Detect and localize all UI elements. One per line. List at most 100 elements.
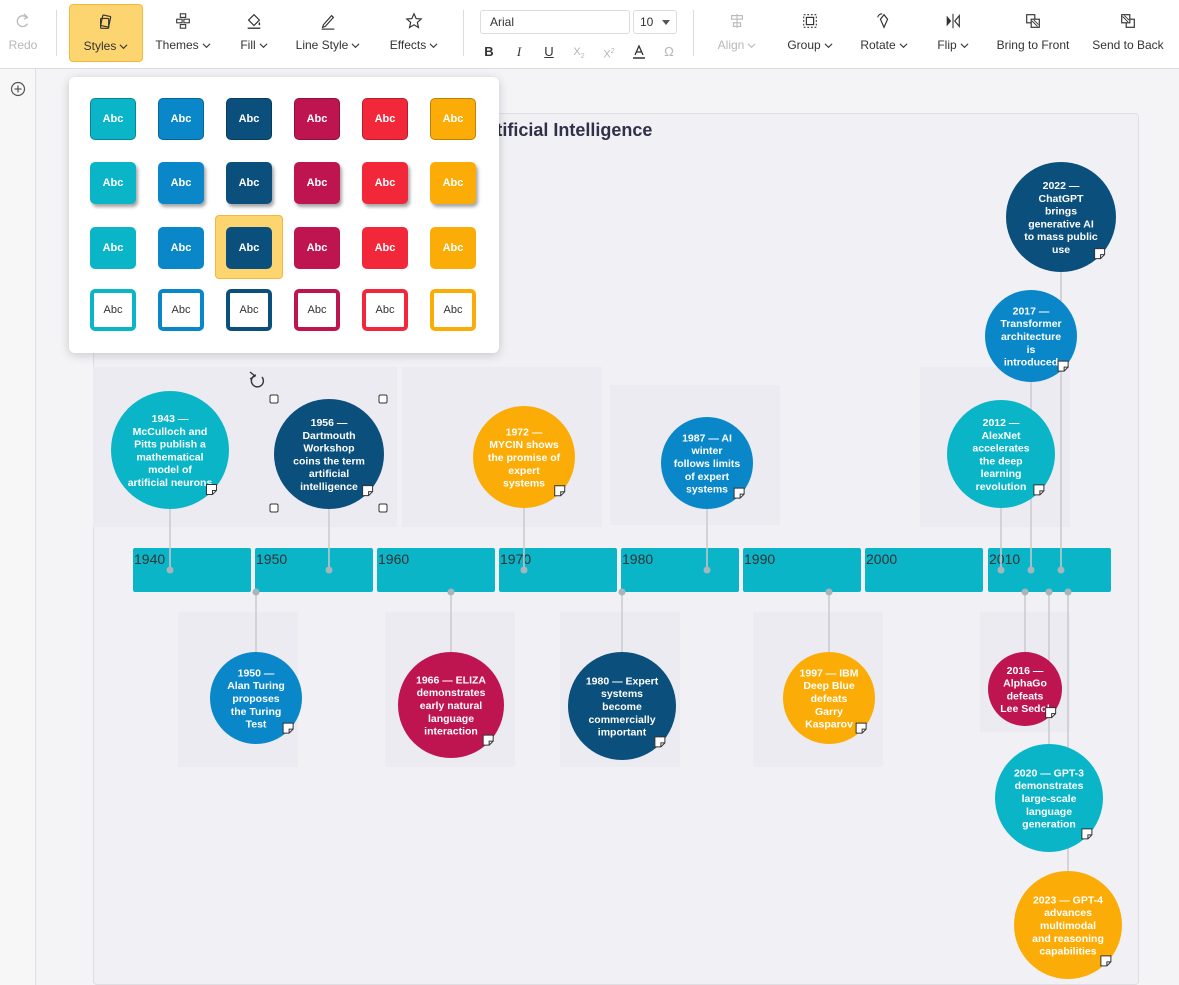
italic-button[interactable]: I xyxy=(516,44,522,59)
note-icon[interactable] xyxy=(282,722,294,734)
style-swatch[interactable]: Abc xyxy=(430,162,476,204)
style-swatch[interactable]: Abc xyxy=(90,289,136,331)
style-swatch[interactable]: Abc xyxy=(294,289,340,331)
style-swatch[interactable]: Abc xyxy=(362,98,408,140)
font-family-select[interactable]: Arial xyxy=(480,10,630,34)
note-icon[interactable] xyxy=(654,736,666,748)
note-icon[interactable] xyxy=(1045,707,1057,719)
event-bubble[interactable] xyxy=(274,399,384,509)
style-swatch[interactable]: Abc xyxy=(226,162,272,204)
styles-button[interactable]: Styles xyxy=(69,4,143,62)
decade-bar[interactable] xyxy=(499,548,617,592)
decade-bar[interactable] xyxy=(743,548,861,592)
event-label-line: generation xyxy=(1022,819,1076,831)
note-icon[interactable] xyxy=(1057,360,1069,372)
note-icon[interactable] xyxy=(1033,484,1045,496)
note-icon[interactable] xyxy=(482,734,494,746)
event-bubble[interactable] xyxy=(111,391,229,509)
selection-handle[interactable] xyxy=(269,503,279,513)
style-swatch[interactable]: Abc xyxy=(226,227,272,269)
event-bubble[interactable] xyxy=(473,406,575,508)
event-bubble[interactable] xyxy=(988,652,1062,726)
style-swatch[interactable]: Abc xyxy=(430,98,476,140)
event-bubble[interactable] xyxy=(783,652,875,744)
note-icon[interactable] xyxy=(855,722,867,734)
event-bubble[interactable] xyxy=(985,290,1077,382)
bring-to-front-icon xyxy=(1022,10,1044,32)
add-page-button[interactable] xyxy=(8,79,28,99)
style-swatch[interactable]: Abc xyxy=(430,227,476,269)
decade-bar[interactable] xyxy=(377,548,495,592)
event-bubble[interactable] xyxy=(947,400,1055,508)
style-swatch[interactable]: Abc xyxy=(362,289,408,331)
event-label-line: defeats xyxy=(811,693,848,705)
decade-bar[interactable] xyxy=(621,548,739,592)
special-character-button[interactable]: Ω xyxy=(664,44,674,59)
redo-button[interactable]: Redo xyxy=(4,4,42,62)
style-swatch[interactable]: Abc xyxy=(294,227,340,269)
diagram-title[interactable]: History of Artificial Intelligence xyxy=(498,120,653,140)
align-button[interactable]: Align xyxy=(712,4,762,62)
decade-bar[interactable] xyxy=(255,548,373,592)
style-swatch[interactable]: Abc xyxy=(90,227,136,269)
decade-bar[interactable] xyxy=(133,548,251,592)
event-bubble[interactable] xyxy=(661,417,753,509)
subscript-button[interactable]: X2 xyxy=(573,46,585,61)
rotate-button[interactable]: Rotate xyxy=(854,4,914,62)
redo-label: Redo xyxy=(8,38,38,52)
style-swatch[interactable]: Abc xyxy=(362,227,408,269)
event-bubble[interactable] xyxy=(1014,871,1122,979)
note-icon[interactable] xyxy=(1081,828,1093,840)
decade-bar[interactable] xyxy=(988,548,1111,592)
style-swatch[interactable]: Abc xyxy=(294,162,340,204)
chevron-down-icon xyxy=(824,42,833,48)
line-style-label: Line Style xyxy=(295,38,349,52)
event-bubble[interactable] xyxy=(995,744,1103,852)
event-bubble[interactable] xyxy=(398,652,504,758)
font-size-select[interactable]: 10 xyxy=(633,10,677,34)
note-icon[interactable] xyxy=(554,485,566,497)
selection-handle[interactable] xyxy=(269,394,279,404)
fill-button[interactable]: Fill xyxy=(233,4,275,62)
event-bubble[interactable] xyxy=(210,652,302,744)
flip-button[interactable]: Flip xyxy=(931,4,975,62)
bold-button[interactable]: B xyxy=(484,44,494,59)
group-button[interactable]: Group xyxy=(780,4,840,62)
send-to-back-button[interactable]: Send to Back xyxy=(1088,4,1168,62)
event-label-line: large-scale xyxy=(1022,793,1077,805)
note-icon[interactable] xyxy=(1094,248,1106,260)
note-icon[interactable] xyxy=(733,487,745,499)
decade-bar[interactable] xyxy=(865,548,983,592)
style-swatch[interactable]: Abc xyxy=(362,162,408,204)
note-icon[interactable] xyxy=(362,485,374,497)
style-swatch[interactable]: Abc xyxy=(158,162,204,204)
themes-button[interactable]: Themes xyxy=(150,4,216,62)
rotate-handle-arrow xyxy=(249,371,257,380)
line-style-button[interactable]: Line Style xyxy=(290,4,366,62)
style-swatch[interactable]: Abc xyxy=(158,227,204,269)
style-swatch[interactable]: Abc xyxy=(90,162,136,204)
style-swatch[interactable]: Abc xyxy=(158,289,204,331)
bring-to-front-button[interactable]: Bring to Front xyxy=(993,4,1073,62)
superscript-button[interactable]: X2 xyxy=(603,48,615,61)
selection-handle[interactable] xyxy=(378,394,388,404)
event-bubble[interactable] xyxy=(568,652,676,760)
decade-label: 1990 xyxy=(744,551,775,567)
style-swatch[interactable]: Abc xyxy=(158,98,204,140)
style-swatch[interactable]: Abc xyxy=(226,98,272,140)
effects-button[interactable]: Effects xyxy=(383,4,445,62)
style-swatch[interactable]: Abc xyxy=(90,98,136,140)
style-swatch[interactable]: Abc xyxy=(430,289,476,331)
event-bubble[interactable] xyxy=(1006,162,1116,272)
selection-handle[interactable] xyxy=(378,503,388,513)
font-color-button[interactable] xyxy=(630,43,648,61)
style-swatch[interactable]: Abc xyxy=(294,98,340,140)
style-swatch[interactable]: Abc xyxy=(226,289,272,331)
underline-button[interactable]: U xyxy=(544,44,554,59)
group-icon xyxy=(799,10,821,32)
note-icon[interactable] xyxy=(1100,955,1112,967)
note-icon[interactable] xyxy=(205,483,217,495)
